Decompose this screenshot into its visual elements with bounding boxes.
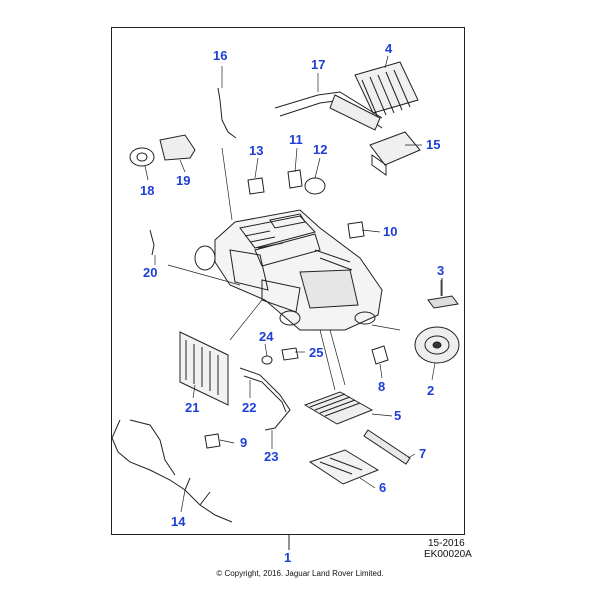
ac-pipes-drawing [239, 367, 291, 431]
callout-6: 6 [379, 480, 387, 495]
control-module-drawing [369, 131, 421, 176]
drawing-id: EK00020A [424, 549, 472, 560]
wiring-harness-drawing [111, 419, 233, 523]
callout-22: 22 [242, 400, 257, 415]
callout-14: 14 [171, 514, 186, 529]
callout-20: 20 [143, 265, 158, 280]
callout-21: 21 [185, 400, 200, 415]
evaporator-core-drawing [179, 331, 229, 406]
part-20-drawing [149, 229, 216, 271]
cabin-filter-drawing [303, 391, 374, 425]
callout-12: 12 [313, 142, 328, 157]
callout-10: 10 [383, 224, 398, 239]
callout-25: 25 [309, 345, 324, 360]
part-8-drawing [371, 345, 389, 365]
heater-core-drawing [354, 61, 419, 119]
copyright-notice: © Copyright, 2016. Jaguar Land Rover Lim… [216, 569, 384, 578]
hvac-housing-drawing [214, 209, 383, 331]
part-10-drawing [347, 221, 365, 239]
callout-13: 13 [249, 143, 264, 158]
callout-24: 24 [259, 329, 274, 344]
part-9-drawing [204, 433, 221, 449]
blower-resistor-drawing [427, 278, 459, 309]
callout-19: 19 [176, 173, 191, 188]
callout-1: 1 [284, 550, 292, 565]
callout-18: 18 [140, 183, 155, 198]
callout-16: 16 [213, 48, 228, 63]
callout-15: 15 [426, 137, 441, 152]
callout-17: 17 [311, 57, 326, 72]
actuator-18-19-drawing [129, 134, 196, 167]
callout-5: 5 [394, 408, 402, 423]
callout-7: 7 [419, 446, 427, 461]
callout-3: 3 [437, 263, 445, 278]
heater-pipes-drawing [274, 91, 383, 131]
callout-23: 23 [264, 449, 279, 464]
filter-housing-drawing [308, 449, 380, 485]
part-7-drawing [363, 429, 411, 465]
diagram-frame [111, 27, 465, 535]
small-actuators-drawing [247, 169, 326, 195]
leader-lines [144, 55, 442, 513]
parts-24-25-drawing [261, 347, 299, 365]
callout-2: 2 [427, 383, 435, 398]
sensor-cable-drawing [217, 87, 237, 139]
callout-8: 8 [378, 379, 386, 394]
blower-motor-drawing [414, 326, 460, 364]
callout-11: 11 [289, 132, 303, 147]
callout-4: 4 [385, 41, 393, 56]
date-code: 15-2016 [428, 538, 465, 549]
callout-9: 9 [240, 435, 248, 450]
